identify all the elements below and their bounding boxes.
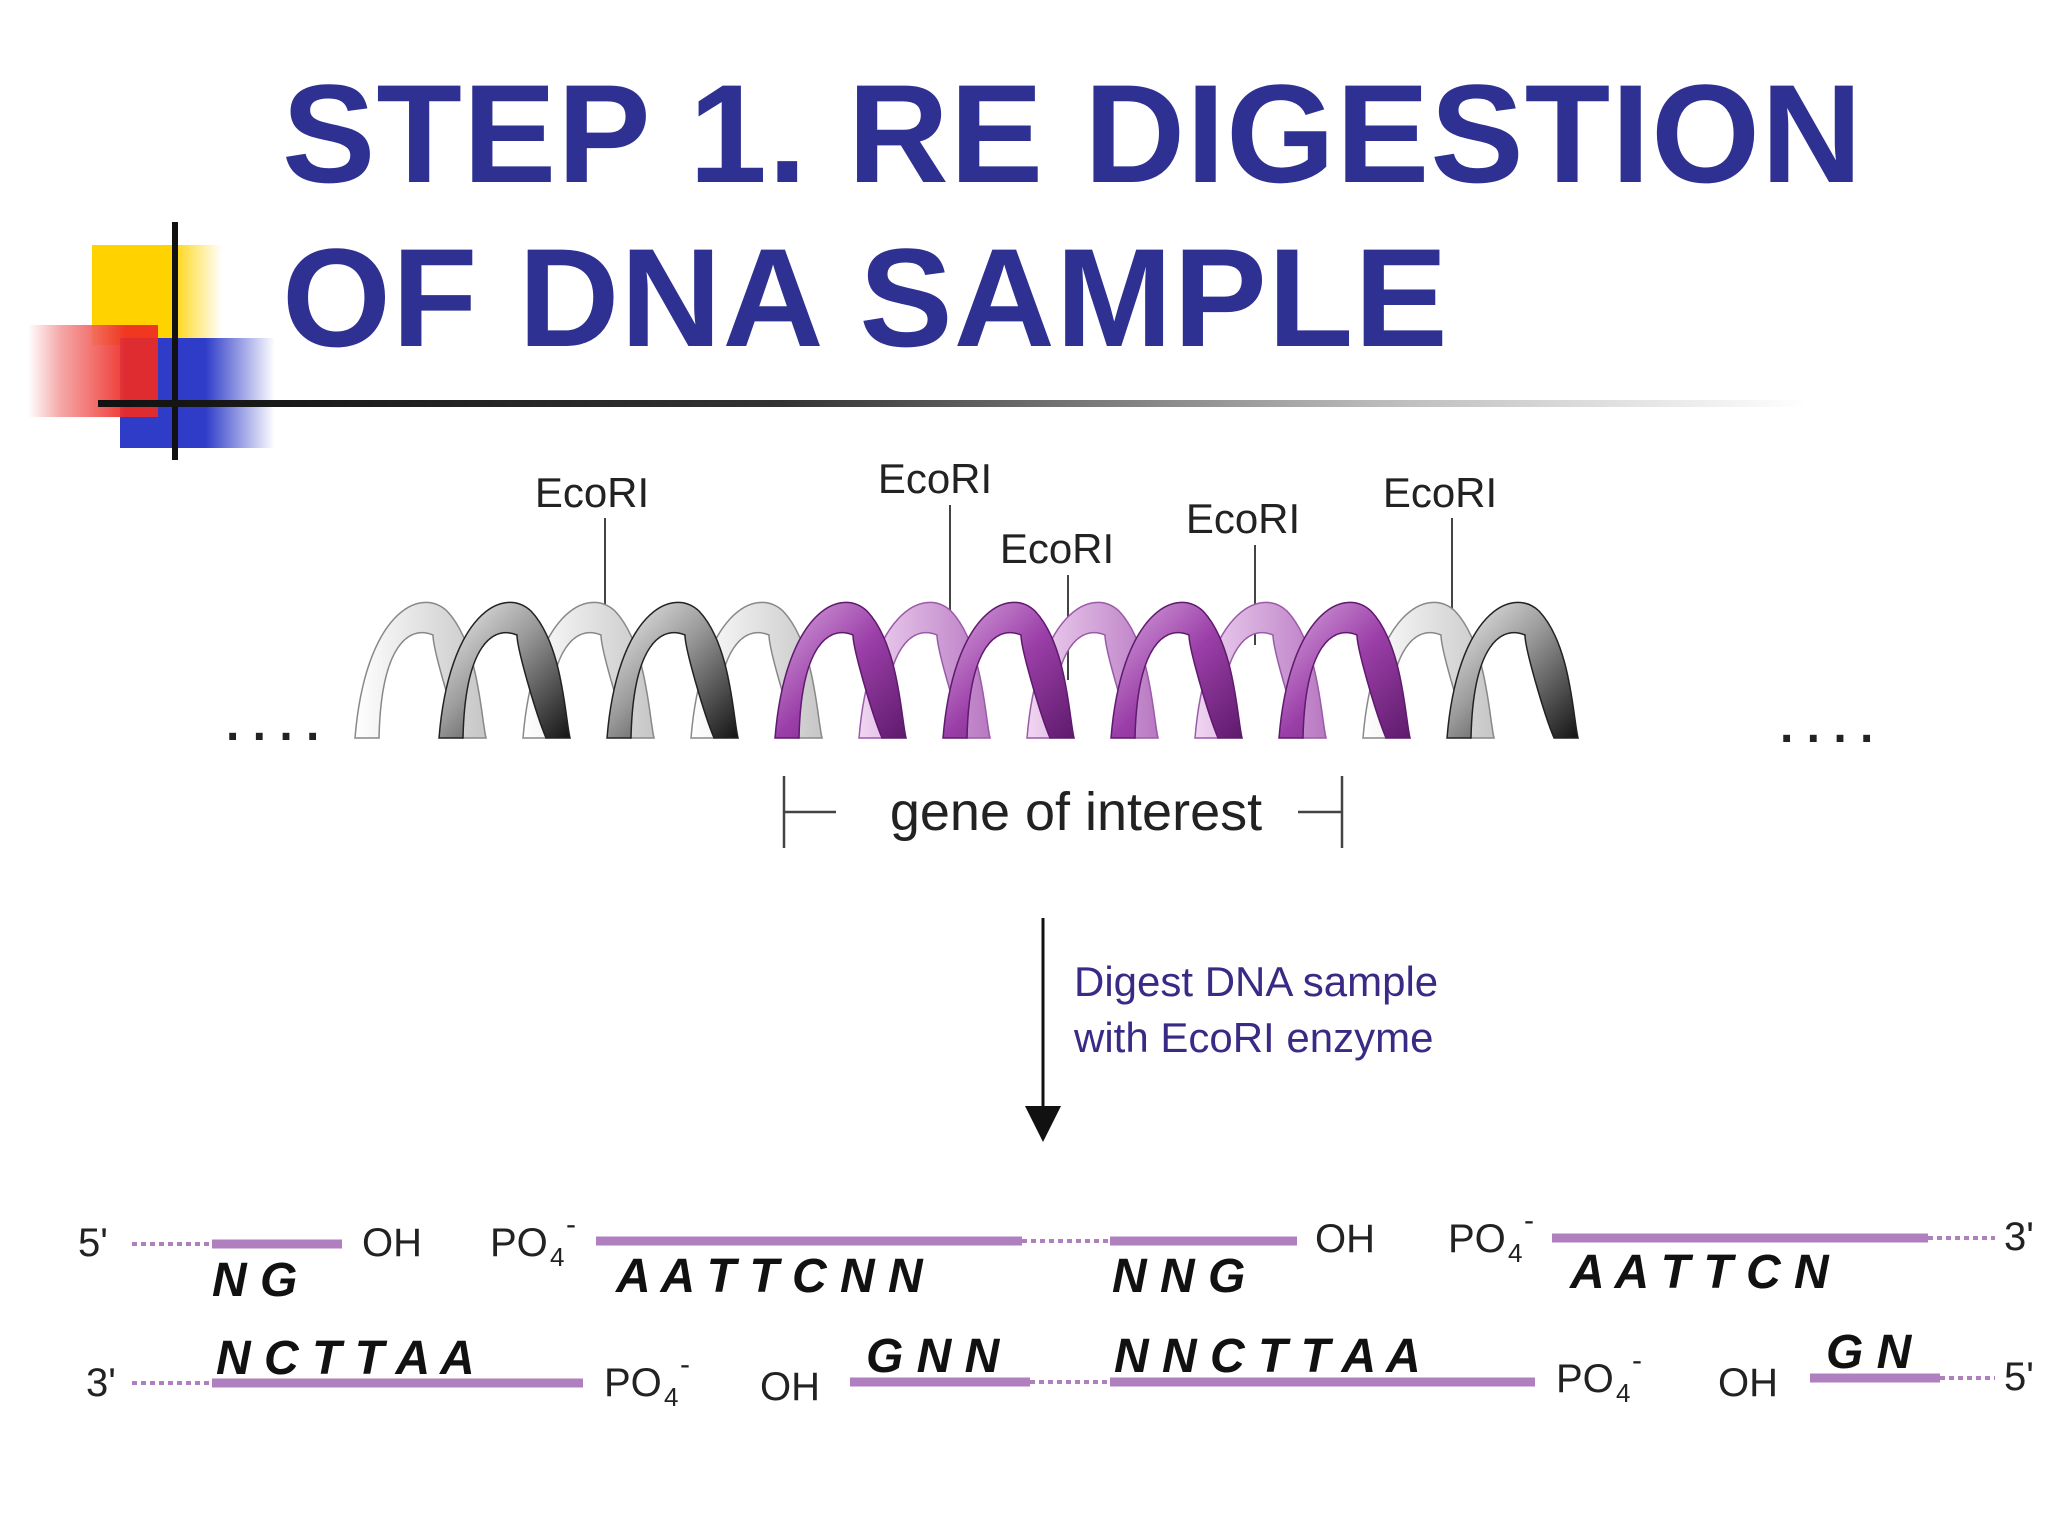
top-phosphate-2: PO 4 -: [1448, 1204, 1534, 1268]
digest-text-line-2: with EcoRI enzyme: [1073, 1014, 1433, 1061]
gene-bracket: [782, 776, 1344, 848]
gene-helix-loop: [942, 601, 1076, 739]
bottom-seq-3: N N C T T A A: [1114, 1330, 1421, 1383]
helix-right-dots: . . . .: [1780, 700, 1873, 753]
top-seq-3: N N G: [1112, 1250, 1245, 1303]
decor-vertical-line: [172, 222, 178, 460]
bottom-po-1-sup: -: [680, 1348, 690, 1381]
top-po-1-sub: 4: [550, 1242, 564, 1272]
top-po-1-sup: -: [566, 1208, 576, 1241]
top-5prime-label: 5': [78, 1221, 108, 1265]
top-phosphate-1: PO 4 -: [490, 1208, 576, 1272]
title-line-2: OF DNA SAMPLE: [282, 219, 1449, 376]
top-3prime-label: 3': [2004, 1215, 2034, 1259]
bottom-po-1: PO: [604, 1361, 662, 1405]
digest-arrow: [1025, 918, 1061, 1142]
bottom-seq-4: G N: [1826, 1326, 1913, 1379]
top-oh-2: OH: [1315, 1217, 1375, 1261]
ecori-label-1: EcoRI: [535, 469, 649, 516]
helix-loop: [606, 601, 740, 739]
bottom-oh-1: OH: [760, 1365, 820, 1409]
fragment-bars: [132, 1233, 1995, 1388]
helix-left-dots: . . . .: [226, 698, 319, 751]
top-seq-2: A A T T C N N: [615, 1250, 924, 1303]
bottom-phosphate-1: PO 4 -: [604, 1348, 690, 1412]
top-seq-1: N G: [212, 1254, 297, 1307]
helix-loop: [1446, 601, 1580, 739]
helix-loop: [438, 601, 572, 739]
ecori-label-4: EcoRI: [1186, 495, 1300, 542]
ecori-label-3: EcoRI: [1000, 525, 1114, 572]
digest-text-line-1: Digest DNA sample: [1074, 958, 1438, 1005]
title-line-1: STEP 1. RE DIGESTION: [282, 55, 1864, 212]
dna-helix-front-strand: [438, 601, 1580, 739]
bottom-phosphate-2: PO 4 -: [1556, 1344, 1642, 1408]
top-po-2: PO: [1448, 1217, 1506, 1261]
bottom-3prime-label: 3': [86, 1361, 116, 1405]
digest-arrow-head: [1025, 1106, 1061, 1142]
top-po-1: PO: [490, 1221, 548, 1265]
gene-helix-loop: [1110, 601, 1244, 739]
bottom-po-1-sub: 4: [664, 1382, 678, 1412]
bottom-po-2-sup: -: [1632, 1344, 1642, 1377]
gene-helix-loop: [774, 601, 908, 739]
top-po-2-sub: 4: [1508, 1238, 1522, 1268]
bottom-po-2: PO: [1556, 1357, 1614, 1401]
bottom-po-2-sub: 4: [1616, 1378, 1630, 1408]
title-underline: [98, 400, 1808, 407]
gene-of-interest-label: gene of interest: [890, 782, 1262, 842]
gene-helix-loop: [1278, 601, 1412, 739]
top-oh-1: OH: [362, 1221, 422, 1265]
ecori-label-2: EcoRI: [878, 455, 992, 502]
bottom-5prime-label: 5': [2004, 1355, 2034, 1399]
top-seq-4: A A T T C N: [1569, 1246, 1830, 1299]
ecori-label-5: EcoRI: [1383, 469, 1497, 516]
slide-title: STEP 1. RE DIGESTION OF DNA SAMPLE: [282, 52, 1982, 380]
bottom-seq-1: N C T T A A: [216, 1332, 475, 1385]
bottom-seq-2: G N N: [866, 1330, 1001, 1383]
top-po-2-sup: -: [1524, 1204, 1534, 1237]
bottom-oh-2: OH: [1718, 1361, 1778, 1405]
